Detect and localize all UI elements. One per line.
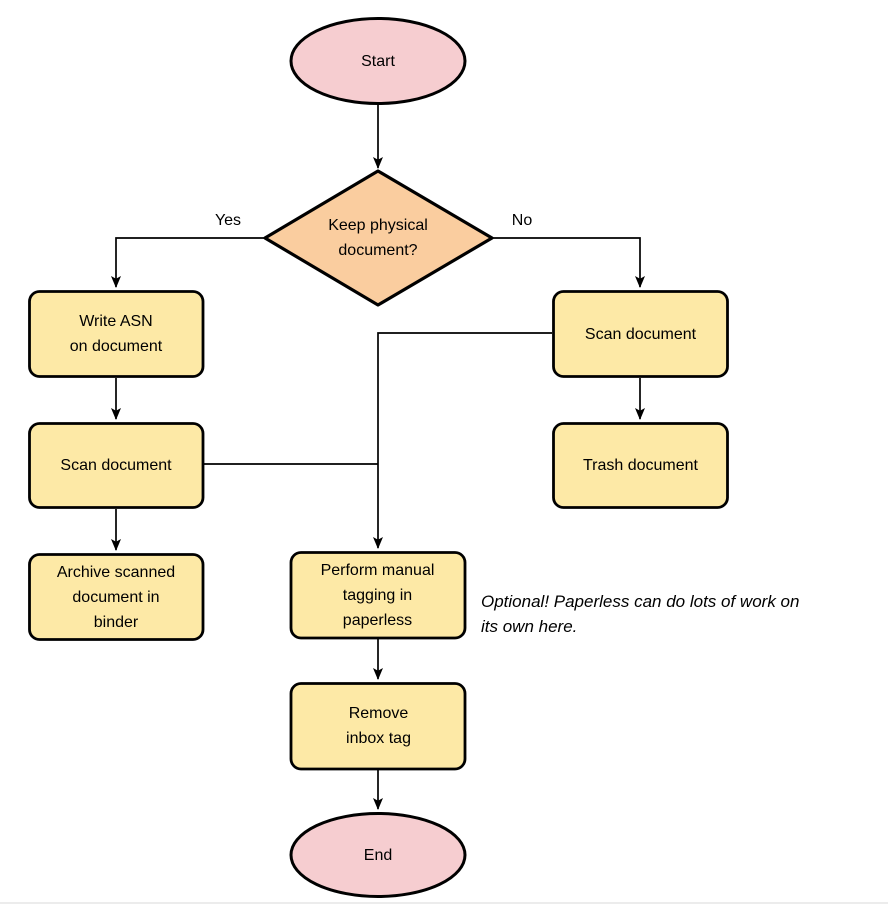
node-tagging [289, 551, 467, 640]
node-start [289, 17, 467, 105]
node-archive [28, 553, 205, 641]
node-scan-left [28, 422, 205, 509]
node-decision [263, 169, 494, 307]
node-write-asn [28, 290, 205, 378]
node-end [289, 812, 467, 898]
node-remove-inbox [289, 682, 467, 771]
node-scan-right [552, 290, 729, 378]
bottom-edge-line [0, 902, 888, 904]
edge-decision-no-to-scan-right [492, 237, 645, 288]
node-trash [552, 422, 729, 509]
edge-decision-yes-to-write-asn [111, 237, 265, 288]
edge-scan-right-to-tagging [373, 332, 552, 549]
